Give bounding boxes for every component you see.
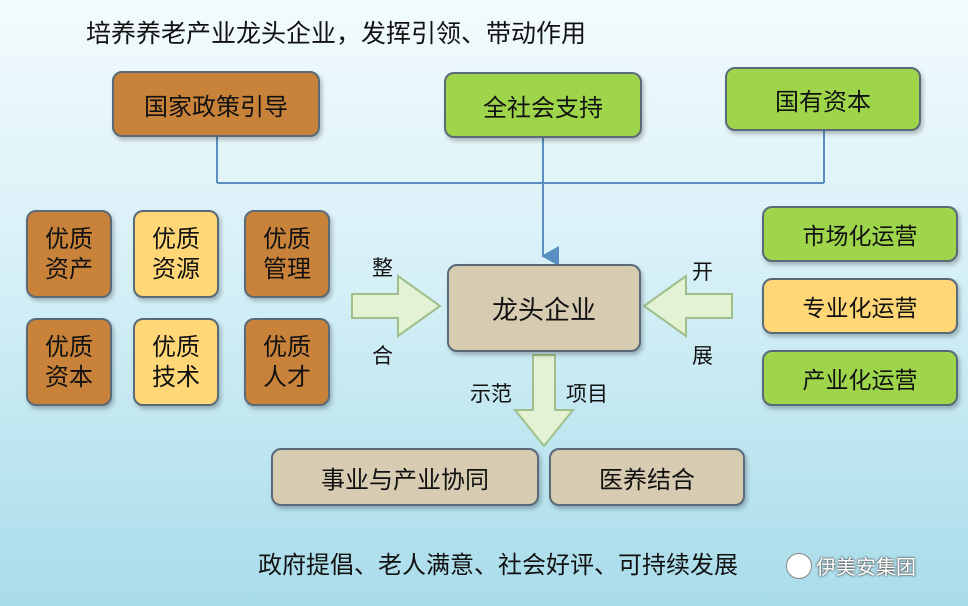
quality-box-assets: 优质 资产 [26,210,112,298]
integrate-arrow [351,274,442,338]
demo-arrow [512,354,576,448]
operation-professional-box: 专业化运营 [762,278,958,334]
medical-care-label: 医养结合 [599,465,695,494]
quality-box-management: 优质 管理 [244,210,330,298]
demo-label-right: 项目 [566,382,608,406]
expand-label-bottom: 展 [692,344,713,368]
society-label: 全社会支持 [483,93,603,122]
quality-line2: 管理 [263,255,311,283]
operation-label: 专业化运营 [802,296,918,322]
synergy-label: 事业与产业协同 [321,465,489,494]
quality-box-technology: 优质 技术 [133,318,219,406]
quality-box-resources: 优质 资源 [133,210,219,298]
expand-label-top: 开 [692,260,713,284]
leading-enterprise-label: 龙头企业 [491,295,596,326]
quality-line1: 优质 [45,333,93,361]
wechat-icon [786,552,812,579]
quality-line2: 技术 [152,363,200,391]
operation-label: 产业化运营 [802,368,918,394]
medical-care-box: 医养结合 [549,448,745,506]
expand-arrow [642,274,733,338]
leading-enterprise-box: 龙头企业 [447,264,641,352]
state-capital-label: 国有资本 [775,87,871,116]
quality-line1: 优质 [263,333,311,361]
state-capital-box: 国有资本 [725,67,921,131]
quality-line2: 资产 [45,255,93,283]
quality-line2: 人才 [263,363,311,391]
operation-industrial-box: 产业化运营 [762,350,958,406]
quality-line1: 优质 [263,225,311,253]
demo-label-left: 示范 [470,382,512,406]
footer-slogan: 政府提倡、老人满意、社会好评、可持续发展 [258,551,738,579]
integrate-label-bottom: 合 [372,344,393,368]
watermark: 伊美安集团 [786,551,916,580]
quality-line2: 资源 [152,255,200,283]
policy-label: 国家政策引导 [144,92,288,121]
quality-line1: 优质 [152,225,200,253]
quality-line1: 优质 [45,225,93,253]
quality-box-capital: 优质 资本 [26,318,112,406]
quality-line1: 优质 [152,333,200,361]
integrate-label-top: 整 [372,256,393,280]
policy-box: 国家政策引导 [112,71,320,137]
operation-label: 市场化运营 [802,224,918,250]
diagram-title: 培养养老产业龙头企业，发挥引领、带动作用 [86,19,587,48]
quality-box-talent: 优质 人才 [244,318,330,406]
synergy-box: 事业与产业协同 [271,448,539,506]
operation-market-box: 市场化运营 [762,206,958,262]
society-box: 全社会支持 [444,72,642,138]
watermark-text: 伊美安集团 [816,555,916,579]
quality-line2: 资本 [45,363,93,391]
